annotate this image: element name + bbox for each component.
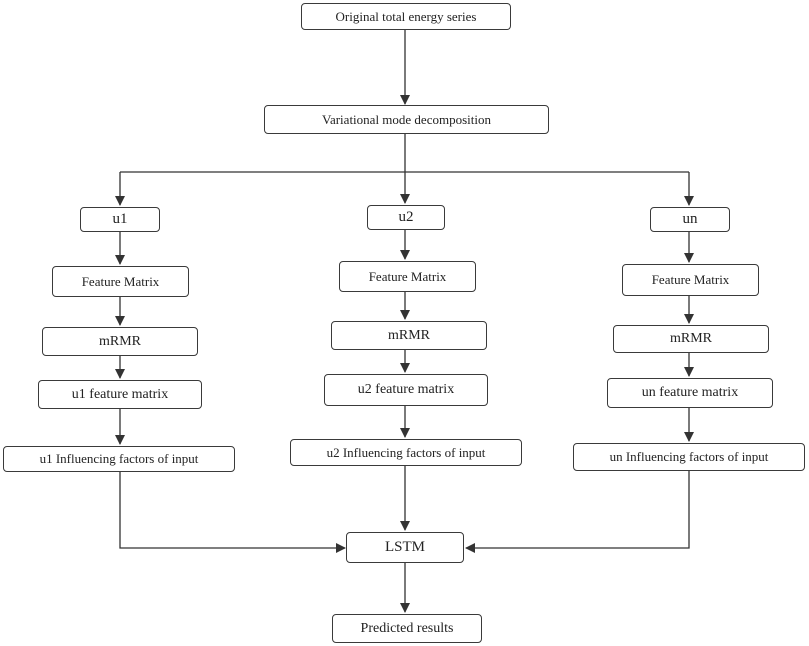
arrow-u1-factors-to-lstm <box>119 472 346 553</box>
lstm-box: LSTM <box>346 532 464 563</box>
predicted-results-box: Predicted results <box>332 614 482 643</box>
mode-box-u1: u1 <box>80 207 160 232</box>
mode-box-un: un <box>650 207 730 232</box>
influencing-factors-box-u1: u1 Influencing factors of input <box>3 446 235 472</box>
mode-feature-matrix-box-un: un feature matrix <box>607 378 773 408</box>
mrmr-box-un: mRMR <box>613 325 769 353</box>
feature-matrix-box-un: Feature Matrix <box>622 264 759 296</box>
mrmr-box-u2: mRMR <box>331 321 487 350</box>
mode-feature-matrix-box-u1: u1 feature matrix <box>38 380 202 409</box>
arrow-un-factors-to-lstm <box>465 471 690 553</box>
mode-box-u2: u2 <box>367 205 445 230</box>
mode-feature-matrix-box-u2: u2 feature matrix <box>324 374 488 406</box>
feature-matrix-box-u2: Feature Matrix <box>339 261 476 292</box>
influencing-factors-box-u2: u2 Influencing factors of input <box>290 439 522 466</box>
influencing-factors-box-un: un Influencing factors of input <box>573 443 805 471</box>
vmd-box: Variational mode decomposition <box>264 105 549 134</box>
feature-matrix-box-u1: Feature Matrix <box>52 266 189 297</box>
original-series-box: Original total energy series <box>301 3 511 30</box>
mrmr-box-u1: mRMR <box>42 327 198 356</box>
